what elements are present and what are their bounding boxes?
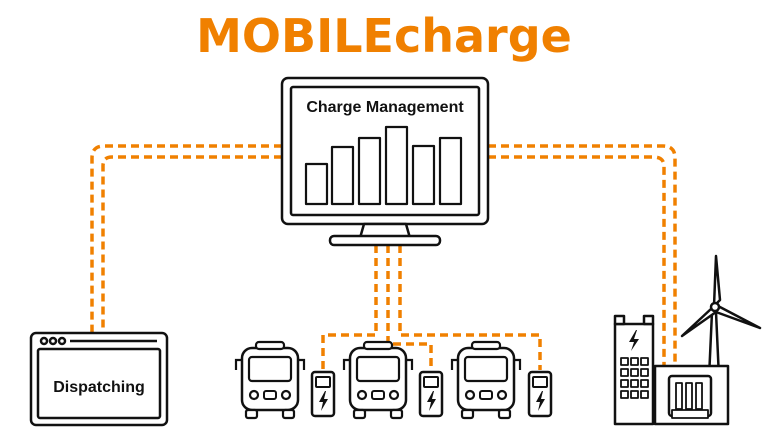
charging-station-icon	[310, 370, 336, 418]
charging-station-icon	[527, 370, 553, 418]
link-monitor-charger-1	[321, 245, 378, 370]
bar-5	[411, 144, 436, 206]
bar-6	[438, 136, 463, 206]
turbine-blade-up	[712, 254, 722, 308]
bar-2	[330, 145, 355, 206]
bus-icon	[234, 340, 306, 420]
substation-icon	[653, 364, 730, 426]
connection-lines	[90, 144, 677, 370]
bus-group-2	[342, 340, 444, 420]
energy-site	[613, 254, 762, 426]
turbine-hub	[709, 301, 721, 313]
diagram-title: MOBILEcharge	[196, 9, 572, 63]
link-monitor-charger-2	[386, 245, 433, 370]
charge-management-label: Charge Management	[306, 99, 464, 116]
bus-group-3	[450, 340, 553, 420]
charging-station-icon	[418, 370, 444, 418]
bar-4	[384, 125, 409, 206]
building-top-left	[613, 314, 626, 326]
dispatching-label: Dispatching	[53, 379, 145, 396]
bus-icon	[342, 340, 414, 420]
window-dot-3	[57, 336, 67, 346]
monitor-base	[328, 234, 442, 247]
window-inner	[36, 347, 162, 420]
bus-icon	[450, 340, 522, 420]
bar-chart-icon	[304, 125, 463, 206]
building-icon	[613, 314, 655, 426]
window-dot-2	[48, 336, 58, 346]
bar-1	[304, 162, 329, 206]
turbine-blade-right	[714, 304, 762, 330]
link-monitor-charger-3	[398, 245, 542, 370]
bus-group-1	[234, 340, 336, 420]
link-monitor-dispatching-inner	[101, 155, 282, 332]
window-dot-1	[39, 336, 49, 346]
link-monitor-energy-outer	[488, 144, 677, 366]
lightning-icon	[629, 330, 639, 351]
building-top-right	[642, 314, 655, 326]
dispatching-window	[29, 331, 169, 427]
charge-management-monitor	[280, 76, 490, 247]
bar-3	[357, 136, 382, 206]
link-monitor-energy-inner	[488, 155, 666, 366]
link-monitor-dispatching-outer	[90, 144, 282, 332]
building-windows	[620, 357, 649, 399]
